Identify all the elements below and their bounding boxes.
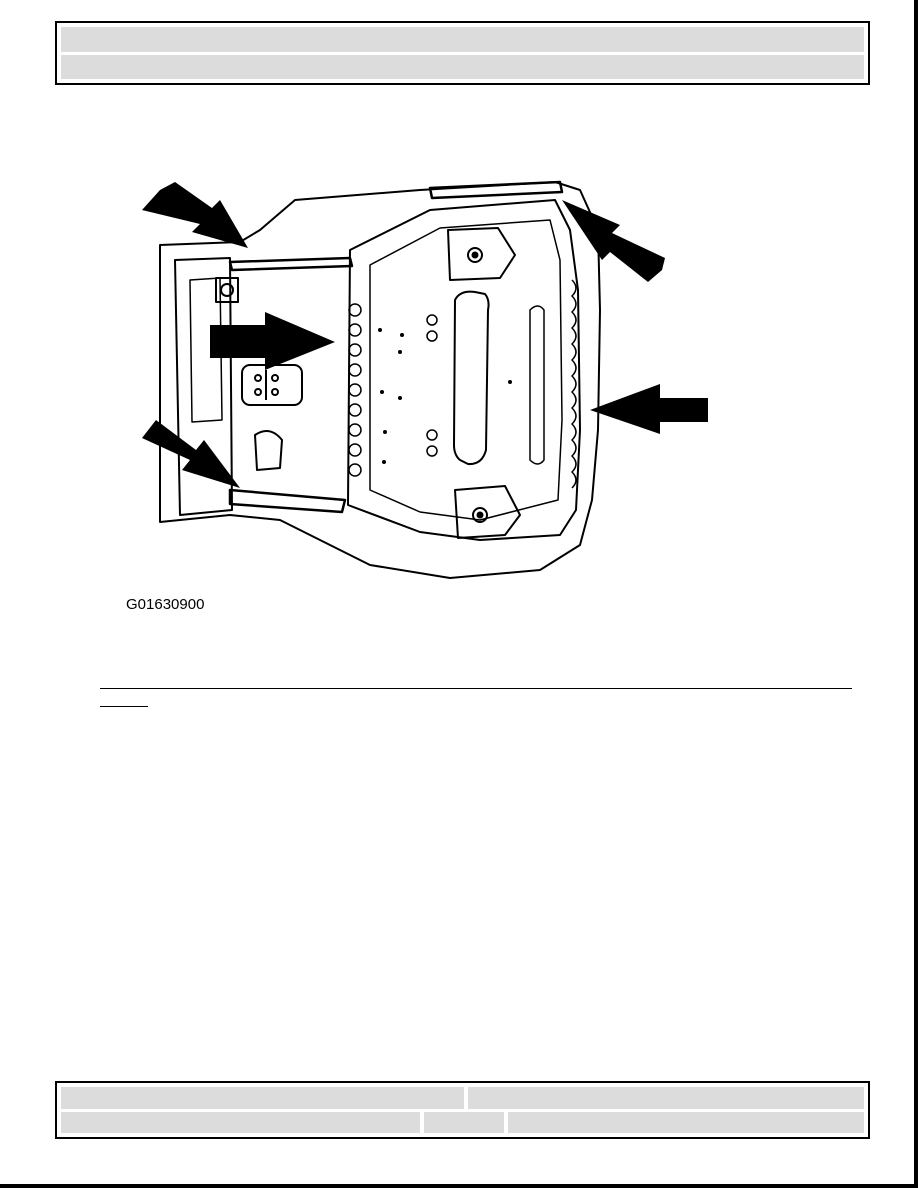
footer-page-number [424, 1112, 504, 1133]
figure-caption: G01630900 [126, 596, 205, 613]
header-subtitle [61, 55, 864, 79]
cushion-pad-outline [159, 181, 601, 579]
section-link[interactable] [100, 692, 148, 707]
seat-pan [347, 199, 581, 541]
page-header [55, 21, 870, 85]
arrow-front-left [142, 420, 240, 488]
arrow-left-middle [210, 312, 335, 370]
header-title [61, 27, 864, 52]
footer-right-top [468, 1087, 864, 1109]
footer-left-bottom [61, 1112, 420, 1133]
seat-pan-hole-column [348, 303, 362, 477]
callout-arrows [142, 182, 708, 488]
footer-right-bottom [508, 1112, 864, 1133]
arrow-top-right [562, 200, 665, 282]
arrow-right-side [590, 384, 708, 434]
footer-left-top [61, 1087, 464, 1109]
arrow-rear-left [142, 182, 248, 248]
seat-cushion-frame-illustration [142, 180, 708, 579]
section-divider [100, 688, 852, 689]
page-footer [55, 1081, 870, 1139]
